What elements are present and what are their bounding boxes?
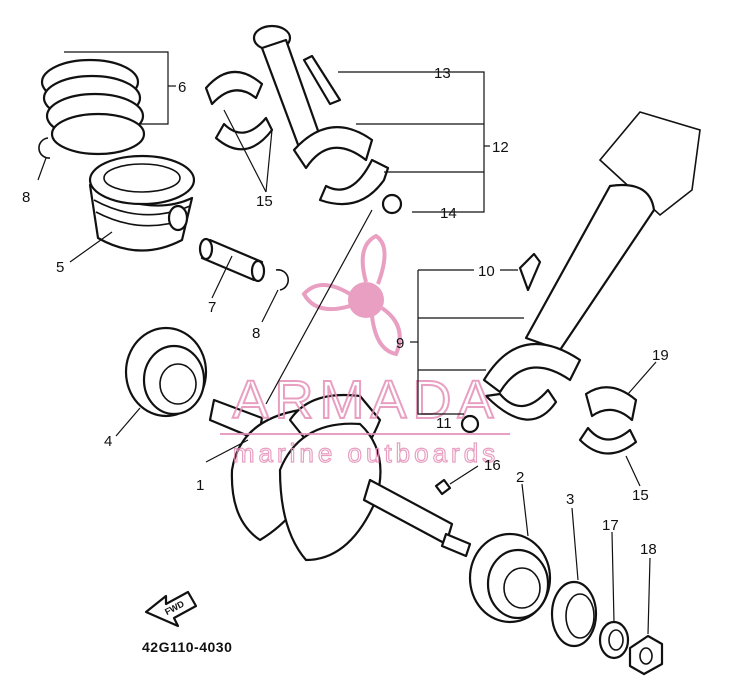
bearing-shells-right [578,386,638,455]
connecting-rod-lower [460,111,701,434]
circlip-right [275,269,289,291]
watermark-logo-hub [348,282,384,318]
watermark-logo-blade [370,306,402,357]
washer [598,620,630,660]
callout-7: 7 [208,299,216,316]
callout-17: 17 [602,517,619,534]
callout-15-top: 15 [256,193,273,210]
crankshaft [208,393,472,562]
callout-4: 4 [104,433,112,450]
callout-16: 16 [484,457,501,474]
nut [628,634,664,676]
leader-lines [37,51,657,635]
watermark-logo-blade [301,283,352,311]
connecting-rod-upper [252,24,403,215]
callout-18: 18 [640,541,657,558]
callout-14: 14 [440,205,457,222]
callout-15-right: 15 [632,487,649,504]
piston-rings [40,58,146,156]
callout-9: 9 [396,335,404,352]
callout-3: 3 [566,491,574,508]
circlip-left [38,137,51,159]
callout-labels: 1 2 3 4 5 6 7 8 8 9 10 11 12 13 14 15 15… [22,65,669,558]
piston [88,154,196,252]
callout-13: 13 [434,65,451,82]
watermark-brand: ARMADA [232,370,499,430]
watermark-logo-blade [360,233,387,285]
bearing-shells-upper [204,70,274,151]
callout-5: 5 [56,259,64,276]
gear [550,580,598,648]
callout-10: 10 [478,263,495,280]
callout-8-right: 8 [252,325,260,342]
callout-1: 1 [196,477,204,494]
woodruff-key [434,478,452,496]
fwd-arrow: FWD [144,590,198,628]
piston-pin [198,237,266,283]
callout-19: 19 [652,347,669,364]
watermark-tagline: marine outboards [233,438,499,468]
callout-8-left: 8 [22,189,30,206]
watermark: ARMADA marine outboards [220,233,510,469]
callout-2: 2 [516,469,524,486]
diagram-code: 42G110-4030 [142,639,232,655]
callout-11: 11 [436,415,452,432]
callout-12: 12 [492,139,509,156]
main-bearing-left [124,326,208,418]
callout-6: 6 [178,79,186,96]
main-bearing-right [468,532,552,624]
